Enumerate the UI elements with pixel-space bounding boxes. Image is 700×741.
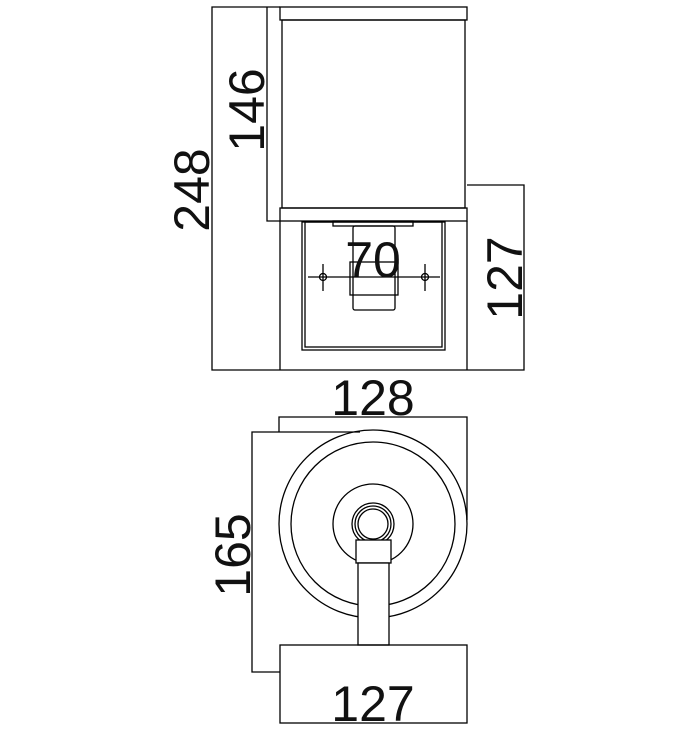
dimension-line-128: [278, 416, 468, 520]
socket-ring-inner: [357, 508, 389, 540]
socket-ring: [349, 261, 399, 296]
dimension-line-165: [251, 431, 360, 673]
dimension-label-shade-height: 146: [219, 68, 275, 151]
shade-bottom-cap: [279, 207, 468, 222]
dimension-label-total-height: 248: [164, 148, 220, 231]
dimension-line-248: [211, 6, 525, 371]
socket-neck: [355, 539, 392, 564]
front-view: 128 165 127: [205, 370, 468, 732]
screw-hole-icon: [420, 264, 430, 291]
dimension-line-146: [266, 7, 280, 222]
dimension-label-socket-width: 70: [345, 232, 401, 288]
shade-top-cap: [279, 6, 468, 21]
side-view: 248 146 127 70: [164, 6, 533, 371]
dimension-label-top-width: 128: [331, 370, 414, 426]
socket-ring-middle: [354, 505, 392, 543]
shade-body: [281, 19, 466, 209]
screw-hole-icon: [318, 264, 328, 291]
dimension-label-base-width: 127: [331, 676, 414, 732]
dimension-label-projection: 127: [477, 236, 533, 319]
dimension-label-height: 165: [205, 513, 261, 596]
inner-frame-inset: [304, 221, 443, 348]
base-plate: [279, 644, 468, 724]
socket: [352, 225, 396, 311]
arm-stem: [357, 562, 390, 646]
